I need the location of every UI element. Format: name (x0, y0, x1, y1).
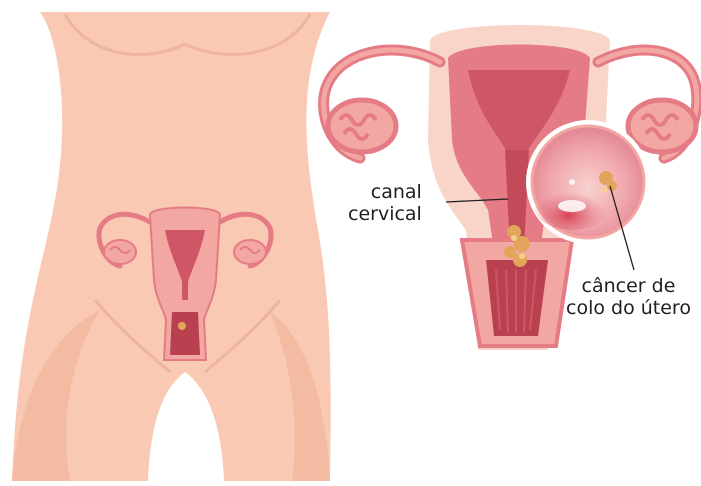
canal-label-line1: canal (348, 181, 422, 203)
small-tumor-icon (178, 322, 186, 330)
canal-cervical-label: canal cervical (348, 181, 422, 225)
zoom-inset (526, 120, 650, 244)
cancer-label: câncer de colo do útero (566, 275, 691, 319)
cancer-label-line2: colo do útero (566, 297, 691, 319)
cancer-label-line1: câncer de (566, 275, 691, 297)
canal-label-line2: cervical (348, 203, 422, 225)
